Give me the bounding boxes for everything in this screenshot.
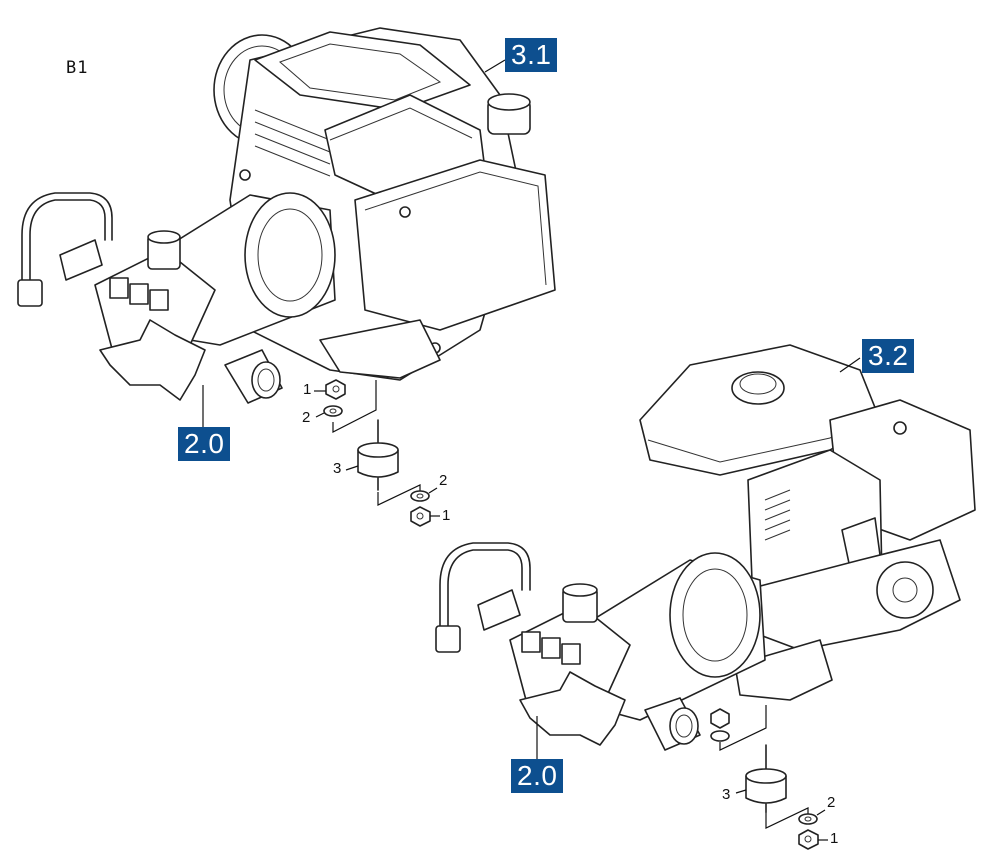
part-number-mount-lower: 3 [722, 786, 731, 803]
part-number-nut-top: 1 [303, 381, 312, 398]
callout-engine-upper: 3.1 [505, 38, 558, 72]
lower-mount-hardware [710, 705, 828, 850]
part-number-mount-upper: 3 [333, 460, 342, 477]
part-number-washer-lower: 2 [827, 794, 836, 811]
callout-engine-lower: 3.2 [862, 339, 915, 373]
part-number-nut-bottom: 1 [442, 507, 451, 524]
callout-pump-upper: 2.0 [178, 427, 231, 461]
callout-pump-lower: 2.0 [511, 759, 564, 793]
upper-pump [17, 192, 336, 404]
page-id-label: B1 [66, 58, 89, 78]
part-number-washer-top: 2 [302, 409, 311, 426]
part-number-washer-bottom: 2 [439, 472, 448, 489]
lower-pump [435, 542, 766, 760]
part-number-nut-lower: 1 [830, 830, 839, 847]
upper-mount-hardware [202, 59, 506, 527]
lower-engine [639, 344, 976, 701]
